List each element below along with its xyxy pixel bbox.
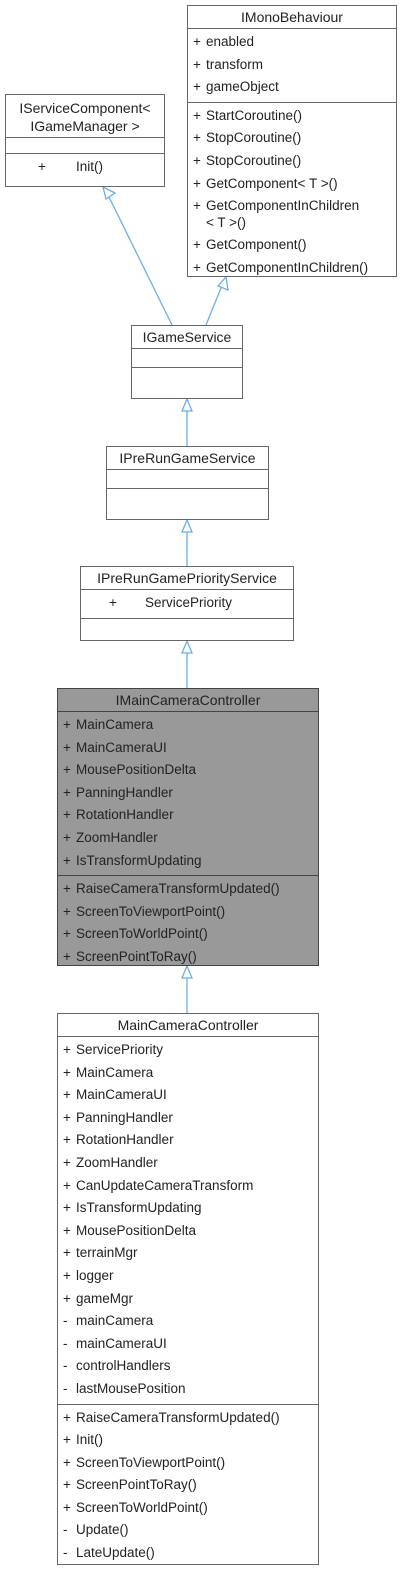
class-title: IPreRunGameService bbox=[119, 450, 256, 466]
method-row: +StartCoroutine() bbox=[193, 107, 303, 123]
methods-section: +RaiseCameraTransformUpdated() +Init() +… bbox=[58, 1403, 318, 1568]
method-row: +GetComponentInChildren() bbox=[193, 259, 369, 275]
generalization-arrowhead bbox=[181, 964, 193, 979]
attribute-row: +MainCamera bbox=[63, 717, 154, 732]
methods-section bbox=[81, 617, 293, 639]
class-title: IMonoBehaviour bbox=[241, 9, 343, 25]
method-row: +GetComponentInChildren < T >() bbox=[193, 198, 360, 231]
method-row: +ScreenToViewportPoint() bbox=[63, 903, 226, 919]
attributes-section: +MainCamera +MainCameraUI +MousePosition… bbox=[58, 711, 318, 875]
method-row: +ScreenPointToRay() bbox=[63, 948, 197, 964]
attribute-row: +gameObject bbox=[193, 79, 279, 95]
class-imaincameracontroller[interactable]: IMainCameraController +MainCamera +MainC… bbox=[57, 688, 319, 966]
class-iprerungamepriorityservice[interactable]: IPreRunGamePriorityService +ServicePrior… bbox=[80, 566, 294, 641]
generalization-arrowhead bbox=[102, 185, 117, 201]
method-row: +GetComponent< T >() bbox=[193, 175, 338, 191]
class-title-line: IGameManager > bbox=[30, 118, 140, 134]
class-title: IServiceComponent< IGameManager > bbox=[6, 95, 164, 137]
edge-igameservice-to-iservicecomponent bbox=[102, 185, 173, 326]
methods-section: +RaiseCameraTransformUpdated() +ScreenTo… bbox=[58, 875, 318, 971]
attribute-row: -controlHandlers bbox=[63, 1358, 171, 1374]
methods-section: +Init() bbox=[6, 153, 164, 182]
generalization-arrowhead bbox=[181, 397, 193, 412]
class-imonobehaviour[interactable]: IMonoBehaviour +enabled +transform +game… bbox=[187, 5, 397, 277]
method-row: +Init() bbox=[63, 1432, 103, 1448]
attributes-section: +ServicePriority bbox=[81, 589, 293, 618]
attribute-row: +ServicePriority bbox=[109, 595, 233, 610]
attributes-section bbox=[6, 137, 164, 153]
attributes-section bbox=[132, 348, 242, 367]
method-row: -Update() bbox=[63, 1522, 129, 1538]
attribute-row: +ZoomHandler bbox=[63, 1154, 158, 1170]
attribute-row: +RotationHandler bbox=[63, 1132, 174, 1148]
generalization-arrowhead bbox=[216, 275, 229, 292]
method-row: +StopCoroutine() bbox=[193, 130, 302, 146]
attribute-row: -lastMousePosition bbox=[63, 1380, 186, 1396]
class-maincameracontroller[interactable]: MainCameraController +ServicePriority +M… bbox=[57, 1013, 319, 1565]
attribute-row: +MainCamera bbox=[63, 1064, 154, 1080]
attribute-row: +enabled bbox=[193, 34, 255, 49]
attribute-row: +IsTransformUpdating bbox=[63, 852, 202, 868]
attribute-row: -mainCamera bbox=[63, 1313, 154, 1329]
attribute-row: +RotationHandler bbox=[63, 807, 174, 823]
attribute-row: -mainCameraUI bbox=[63, 1335, 167, 1351]
class-title-line: IServiceComponent< bbox=[19, 100, 151, 116]
generalization-arrowhead bbox=[181, 518, 193, 533]
attribute-row: +MainCameraUI bbox=[63, 739, 167, 755]
attribute-row: +MousePositionDelta bbox=[63, 762, 197, 778]
edge-iprerungameservice-to-igameservice bbox=[181, 397, 193, 446]
attribute-row: +logger bbox=[63, 1267, 114, 1283]
method-row: +RaiseCameraTransformUpdated() bbox=[63, 1409, 280, 1425]
attributes-section bbox=[107, 469, 268, 488]
class-iprerungameservice[interactable]: IPreRunGameService bbox=[106, 446, 269, 520]
method-row: +ScreenToWorldPoint() bbox=[63, 926, 208, 942]
method-row: +GetComponent() bbox=[193, 237, 307, 253]
attribute-row: +transform bbox=[193, 56, 264, 72]
class-title: IMainCameraController bbox=[115, 692, 261, 708]
attribute-row: +gameMgr bbox=[63, 1290, 134, 1306]
methods-section bbox=[107, 488, 268, 507]
class-title: IPreRunGamePriorityService bbox=[97, 570, 277, 586]
attribute-row: +MousePositionDelta bbox=[63, 1222, 197, 1238]
class-title: IGameService bbox=[142, 329, 232, 345]
attribute-row: +terrainMgr bbox=[63, 1245, 138, 1261]
class-iservicecomponent[interactable]: IServiceComponent< IGameManager > +Init(… bbox=[5, 94, 165, 187]
attribute-row: +MainCameraUI bbox=[63, 1087, 167, 1103]
attributes-section: +ServicePriority +MainCamera +MainCamera… bbox=[58, 1036, 318, 1404]
attribute-row: +PanningHandler bbox=[63, 784, 173, 800]
methods-section bbox=[132, 367, 242, 386]
attribute-row: +IsTransformUpdating bbox=[63, 1200, 202, 1216]
generalization-arrowhead bbox=[181, 639, 193, 654]
edge-iprerungamepriorityservice-to-iprerungameservice bbox=[181, 518, 193, 566]
attribute-row: +ServicePriority bbox=[63, 1042, 164, 1057]
method-row: +ScreenToWorldPoint() bbox=[63, 1499, 208, 1515]
method-row: +RaiseCameraTransformUpdated() bbox=[63, 881, 280, 897]
attribute-row: +CanUpdateCameraTransform bbox=[63, 1177, 254, 1193]
class-igameservice[interactable]: IGameService bbox=[131, 325, 243, 399]
attributes-section: +enabled +transform +gameObject bbox=[188, 28, 396, 102]
method-row: +ScreenToViewportPoint() bbox=[63, 1454, 226, 1470]
method-row: +Init() bbox=[38, 159, 103, 174]
attribute-row: +PanningHandler bbox=[63, 1109, 173, 1125]
method-row: -LateUpdate() bbox=[63, 1545, 155, 1561]
method-row: +ScreenPointToRay() bbox=[63, 1477, 197, 1493]
edge-igameservice-to-imonobehaviour bbox=[205, 275, 229, 326]
attribute-row: +ZoomHandler bbox=[63, 829, 158, 845]
class-title: MainCameraController bbox=[117, 1017, 259, 1033]
method-row: +StopCoroutine() bbox=[193, 152, 302, 168]
methods-section: +StartCoroutine() +StopCoroutine() +Stop… bbox=[188, 101, 396, 283]
edge-maincameracontroller-to-imaincameracontroller bbox=[181, 964, 193, 1013]
edge-imaincameracontroller-to-iprerungamepriorityservice bbox=[181, 639, 193, 688]
